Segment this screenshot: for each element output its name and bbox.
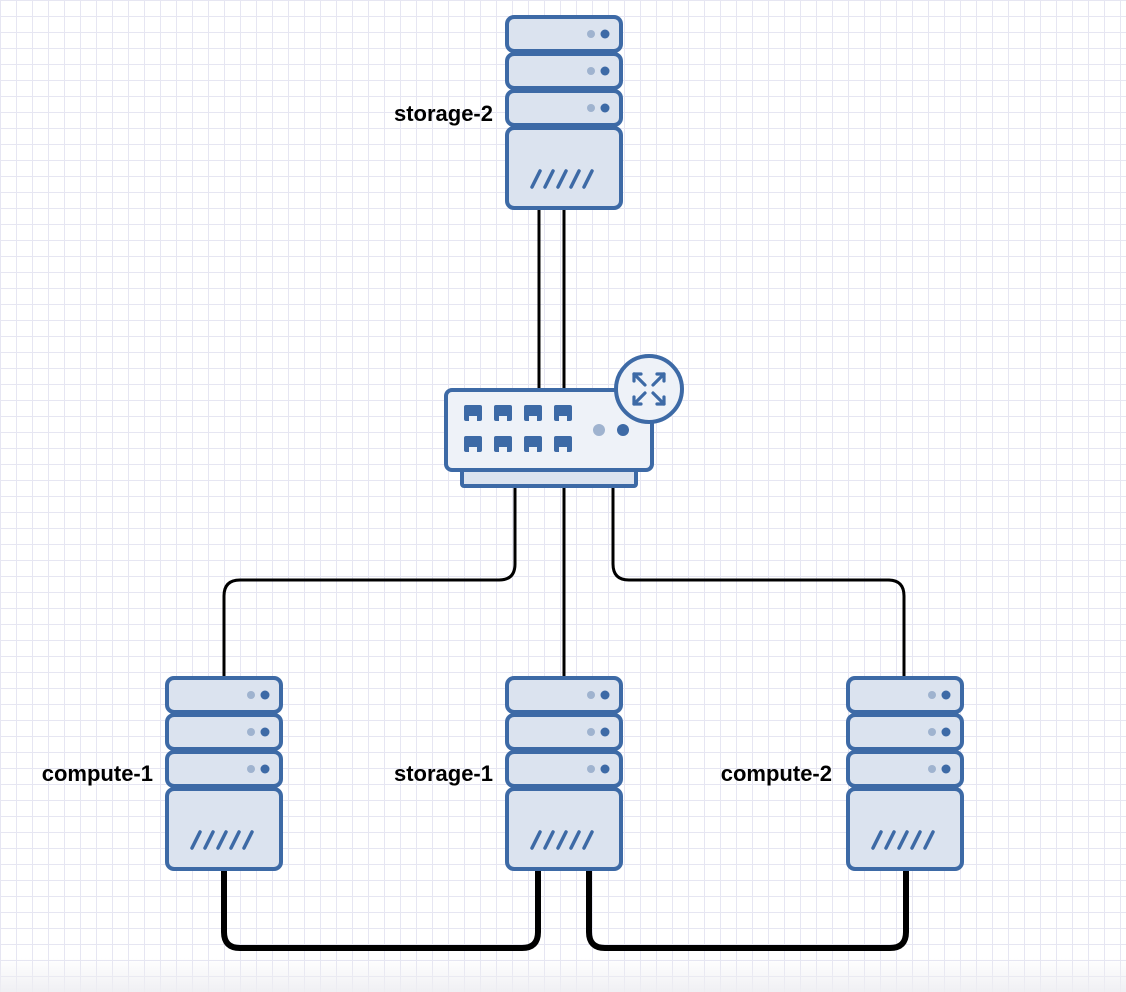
network-switch-icon [444, 388, 654, 488]
node-label-storage-2: storage-2 [394, 101, 493, 126]
server-icon [505, 15, 623, 210]
node-switch[interactable] [444, 354, 684, 488]
server-icon [505, 676, 623, 871]
link-storage1-compute2 [586, 866, 909, 951]
node-label-compute-2: compute-2 [721, 761, 832, 786]
node-storage-1[interactable]: storage-1 [394, 676, 623, 871]
link-switch-compute1 [222, 488, 517, 678]
node-compute-2[interactable]: compute-2 [721, 676, 964, 871]
link-compute1-storage1 [221, 866, 541, 951]
node-compute-1[interactable]: compute-1 [42, 676, 283, 871]
link-switch-compute2 [611, 488, 906, 678]
server-icon [165, 676, 283, 871]
router-arrows-icon [614, 354, 684, 424]
node-label-storage-1: storage-1 [394, 761, 493, 786]
node-label-compute-1: compute-1 [42, 761, 153, 786]
node-storage-2[interactable]: storage-2 [394, 15, 623, 210]
links [221, 208, 909, 951]
server-icon [846, 676, 964, 871]
